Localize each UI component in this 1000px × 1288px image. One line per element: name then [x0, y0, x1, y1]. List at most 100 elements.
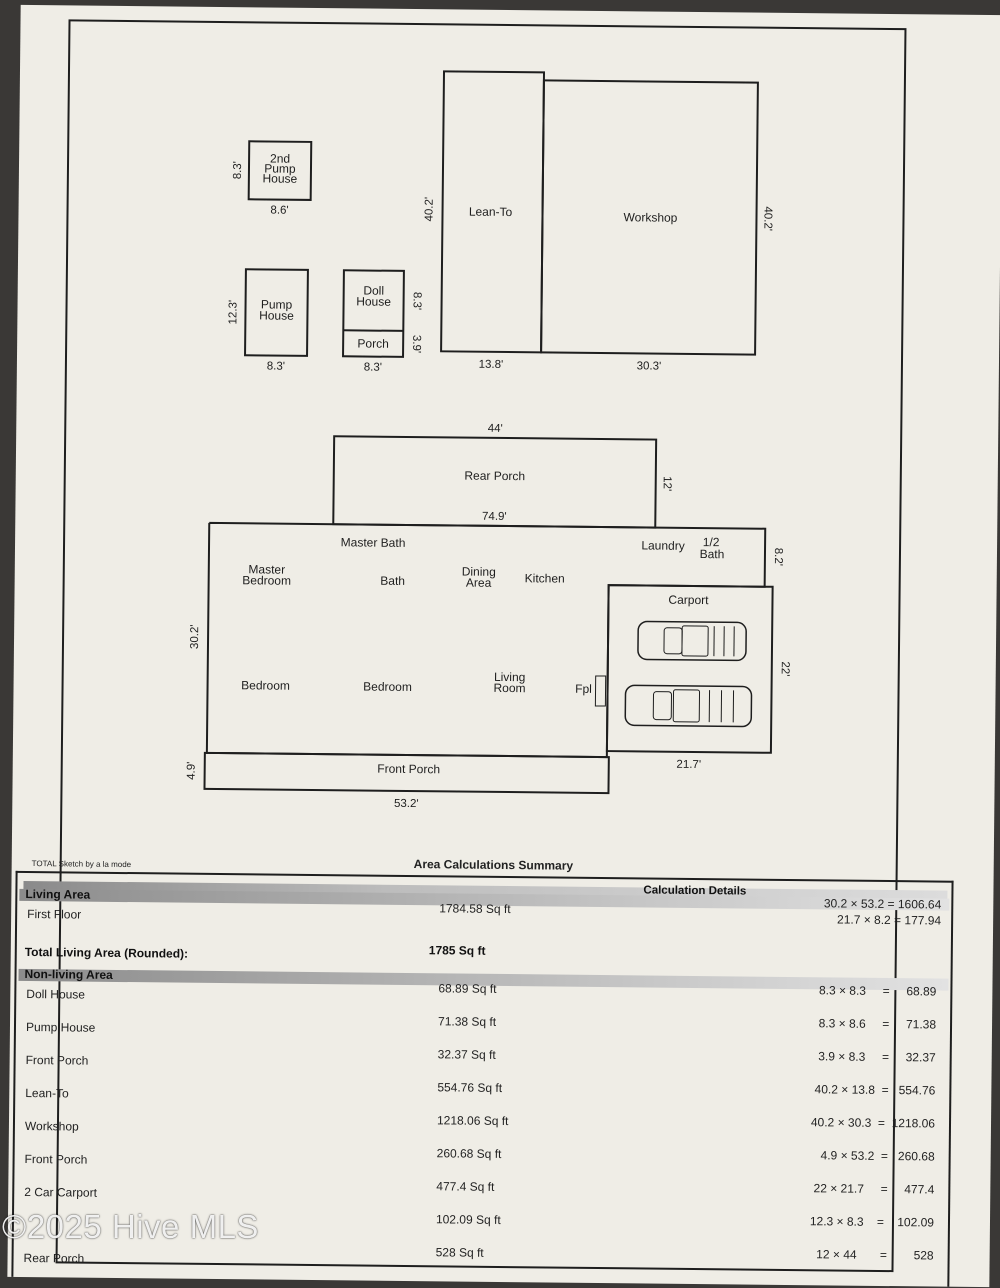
pump-house-width: 8.3'	[267, 360, 285, 372]
first-floor-calc: 30.2 × 53.2 = 1606.64 21.7 × 8.2 = 177.9…	[824, 895, 942, 928]
second-pump-house-label: Pump	[264, 161, 296, 175]
lean-to-height: 40.2'	[423, 197, 435, 222]
row-name: 2 Car Carport	[24, 1184, 98, 1200]
second-pump-house-outline	[247, 140, 313, 201]
row-area: 102.09 Sq ft	[435, 1212, 501, 1227]
living-area-header: Living Area	[25, 886, 91, 902]
row-calc: 3.9 × 8.3 = 32.37	[818, 1049, 936, 1065]
doll-house-porch-divider	[343, 329, 404, 332]
row-area: 68.89 Sq ft	[438, 981, 497, 996]
fireplace-label: Fpl	[575, 682, 592, 696]
bedroom-label: Bedroom	[363, 680, 412, 695]
half-bath-label: 1/2	[703, 535, 720, 549]
watermark: ©2025 Hive MLS	[2, 1208, 259, 1245]
rear-porch-label: Rear Porch	[464, 469, 525, 484]
laundry-height: 8.2'	[772, 548, 784, 566]
living-room-label: Room	[493, 681, 525, 695]
row-name: Front Porch	[25, 1053, 89, 1068]
master-bath-label: Master Bath	[341, 535, 406, 550]
front-porch-label: Front Porch	[377, 762, 440, 777]
non-living-area-header: Non-living Area	[24, 966, 113, 982]
lean-to-width: 13.8'	[479, 359, 504, 371]
row-calc: 22 × 21.7 = 477.4	[813, 1181, 935, 1197]
row-area: 1218.06 Sq ft	[436, 1113, 509, 1129]
laundry-label: Laundry	[641, 538, 685, 552]
row-calc: 12.3 × 8.3 = 102.09	[809, 1214, 935, 1230]
row-area: 260.68 Sq ft	[436, 1146, 502, 1161]
second-pump-house-label: 2nd	[270, 152, 290, 166]
doll-house-porch-label: Porch	[357, 336, 389, 350]
first-floor-row: First Floor 1784.58 Sq ft	[17, 901, 947, 937]
row-calc: 40.2 × 30.3 = 1218.06	[810, 1115, 936, 1131]
sketch-sheet: 2nd Pump House 8.6' 8.3' Pump House 8.3'…	[7, 4, 1000, 1288]
row-calc: 8.3 × 8.3 = 68.89	[818, 983, 937, 999]
row-calc: 4.9 × 53.2 = 260.68	[820, 1148, 935, 1164]
summary-title: Area Calculations Summary	[413, 857, 574, 873]
table-row: Workshop 1218.06 Sq ft 40.2 × 30.3 = 121…	[15, 1113, 945, 1149]
row-name: Doll House	[26, 987, 86, 1002]
workshop-outline	[540, 79, 759, 356]
table-row: Front Porch 32.37 Sq ft 3.9 × 8.3 = 32.3…	[16, 1047, 946, 1083]
row-area: 71.38 Sq ft	[437, 1014, 497, 1029]
total-living-area-label: Total Living Area (Rounded):	[24, 944, 189, 961]
workshop-label: Workshop	[624, 210, 678, 225]
calc-line: 30.2 × 53.2 = 1606.64	[823, 896, 942, 912]
bath-label: Bath	[380, 574, 405, 588]
row-name: Pump House	[25, 1020, 96, 1035]
pump-house-label: Pump	[261, 297, 293, 311]
doll-house-label: Doll	[363, 283, 384, 297]
front-porch-height: 4.9'	[186, 762, 198, 780]
living-room-label: Living	[494, 670, 526, 684]
lean-to-label: Lean-To	[469, 205, 513, 219]
fireplace-outline	[594, 675, 607, 707]
row-area: 477.4 Sq ft	[436, 1179, 495, 1194]
rear-porch-top-width: 44'	[488, 423, 503, 435]
row-area: 554.76 Sq ft	[437, 1080, 503, 1095]
house-outline	[205, 521, 767, 759]
truck-icon	[624, 684, 753, 728]
second-pump-house-height: 8.3'	[232, 161, 244, 179]
bedroom-label: Bedroom	[241, 678, 290, 693]
half-bath-label: Bath	[700, 547, 725, 561]
table-row: Pump House 71.38 Sq ft 8.3 × 8.6 = 71.38	[16, 1014, 946, 1050]
row-name: First Floor	[27, 907, 82, 922]
second-pump-house-label: House	[262, 171, 297, 185]
doll-house-outline	[342, 269, 405, 358]
kitchen-label: Kitchen	[525, 571, 565, 585]
house-front-width: 53.2'	[394, 798, 419, 810]
carport-outline	[605, 584, 774, 754]
row-area: 32.37 Sq ft	[437, 1047, 496, 1062]
front-porch-outline	[203, 751, 610, 795]
table-row: Rear Porch 528 Sq ft 12 × 44 = 528	[13, 1245, 943, 1281]
house-height: 30.2'	[189, 624, 201, 649]
row-area: 1784.58 Sq ft	[439, 901, 511, 917]
workshop-width: 30.3'	[637, 360, 662, 372]
second-pump-house-width: 8.6'	[270, 205, 288, 217]
doll-house-width: 8.3'	[364, 362, 382, 374]
doll-house-label: House	[356, 294, 391, 308]
row-name: Front Porch	[24, 1151, 88, 1167]
dining-area-label: Dining	[462, 565, 496, 579]
car-icon	[637, 620, 747, 662]
row-calc: 8.3 × 8.6 = 71.38	[818, 1016, 937, 1032]
carport-width: 21.7'	[676, 759, 701, 771]
pump-house-label: House	[259, 308, 294, 322]
calc-line: 21.7 × 8.2 = 177.94	[836, 912, 942, 928]
pump-house-height: 12.3'	[227, 300, 239, 325]
row-calc: 12 × 44 = 528	[816, 1247, 934, 1263]
master-bedroom-label: Bedroom	[242, 573, 291, 588]
table-row: Front Porch 260.68 Sq ft 4.9 × 53.2 = 26…	[14, 1146, 944, 1182]
row-calc: 40.2 × 13.8 = 554.76	[814, 1082, 936, 1098]
dining-area-label: Area	[466, 576, 492, 590]
table-row: Lean-To 554.76 Sq ft 40.2 × 13.8 = 554.7…	[15, 1080, 945, 1116]
total-living-area-value: 1785 Sq ft	[428, 943, 486, 958]
row-name: Workshop	[24, 1118, 79, 1134]
carport-height: 22'	[779, 661, 791, 676]
pump-house-outline	[244, 268, 309, 357]
table-row: Doll House 68.89 Sq ft 8.3 × 8.3 = 68.89	[16, 981, 946, 1017]
row-area: 528 Sq ft	[435, 1245, 484, 1260]
row-name: Lean-To	[25, 1086, 69, 1101]
workshop-height: 40.2'	[761, 206, 773, 231]
floor-plan-sketch: 2nd Pump House 8.6' 8.3' Pump House 8.3'…	[186, 70, 791, 810]
rear-porch-height: 12'	[661, 476, 673, 491]
